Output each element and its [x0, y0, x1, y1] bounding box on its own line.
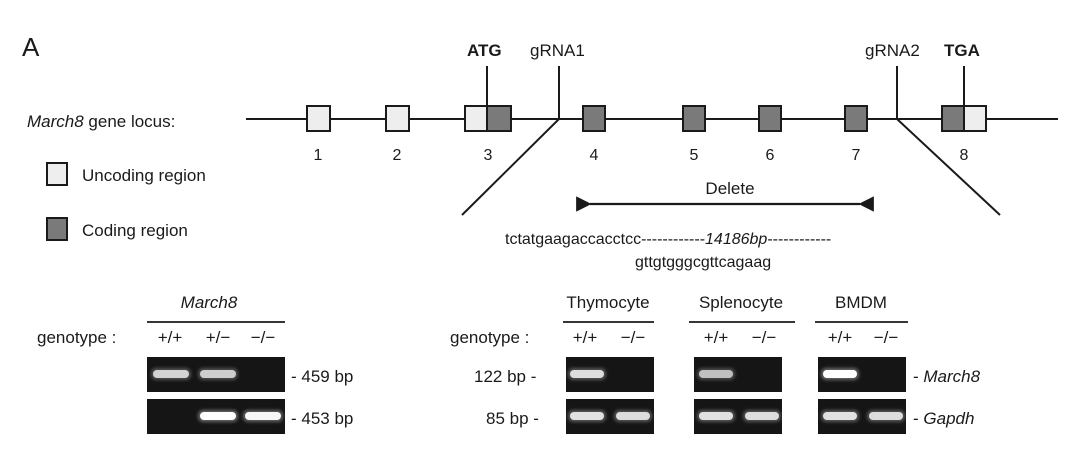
exon-number-4: 4 — [590, 147, 599, 164]
gel-right-band-g1-r2-l1 — [568, 410, 606, 422]
seq-dashes-left: ------------ — [641, 231, 705, 248]
exon-number-2: 2 — [393, 147, 402, 164]
legend-uncoding-swatch — [46, 162, 68, 186]
gel-left-genotype-2: +/− — [206, 328, 231, 347]
gel-left-band-r2-l3 — [243, 410, 283, 422]
legend: Uncoding region Coding region — [46, 162, 206, 241]
splenocyte-genotype-2: −/− — [752, 328, 777, 347]
group-bmdm: BMDM +/+ −/− — [815, 293, 908, 434]
gel-right-band-g2-r1-l1 — [697, 368, 735, 380]
thymocyte-genotype-1: +/+ — [573, 328, 598, 347]
exon-5: 5 — [682, 105, 706, 164]
group-splenocyte-label: Splenocyte — [699, 293, 783, 312]
delete-label: Delete — [705, 179, 754, 198]
gel-right-size-85: 85 bp - — [486, 409, 539, 428]
seq-start: tctatgaagaccacctcc — [505, 231, 641, 248]
exon-number-7: 7 — [852, 147, 861, 164]
legend-coding-swatch — [46, 217, 68, 241]
legend-coding-label: Coding region — [82, 221, 188, 240]
deletion-sequence-line-1: tctatgaagaccacctcc------------14186bp---… — [505, 231, 831, 248]
genotyping-gel-left: March8 genotype : +/+ +/− −/− - 459 bp -… — [37, 293, 353, 434]
exon-7: 7 — [844, 105, 868, 164]
gel-right-band-g3-r2-l1 — [821, 410, 859, 422]
exon-1: 1 — [306, 105, 331, 164]
exon-6: 6 — [758, 105, 782, 164]
gel-right-size-122: 122 bp - — [474, 367, 536, 386]
exon-8: 8 — [941, 105, 987, 164]
atg-label: ATG — [467, 41, 502, 60]
gel-right-band-g3-r1-l1 — [821, 368, 859, 380]
exon-2: 2 — [385, 105, 410, 164]
gel-right-genotype-label: genotype : — [450, 328, 529, 347]
gel-left-band-label-1: - 459 bp — [291, 367, 353, 386]
exon-number-1: 1 — [314, 147, 323, 164]
zoom-line-left — [461, 118, 560, 216]
locus-label-suffix: gene locus: — [84, 112, 176, 131]
tga-label: TGA — [944, 41, 980, 60]
legend-uncoding-label: Uncoding region — [82, 166, 206, 185]
locus-gene-name: March8 — [27, 112, 84, 131]
exon-4: 4 — [582, 105, 606, 164]
deletion-sequence-line-2: gttgtgggcgttcagaag — [635, 254, 771, 271]
seq-dashes-right: ------------ — [767, 231, 831, 248]
exon-number-6: 6 — [766, 147, 775, 164]
grna2-label: gRNA2 — [865, 41, 920, 60]
exon-number-3: 3 — [484, 147, 493, 164]
gel-left-genotype-1: +/+ — [158, 328, 183, 347]
panel-label: A — [22, 32, 40, 62]
expression-gel-right: genotype : 122 bp - 85 bp - Thymocyte +/… — [450, 293, 981, 434]
gel-right-band-g2-r2-l1 — [697, 410, 735, 422]
gel-right-gene-name-march8: March8 — [923, 367, 980, 386]
thymocyte-genotype-2: −/− — [621, 328, 646, 347]
gel-right-gene-label-gapdh: - Gapdh — [913, 409, 974, 428]
exon-3: 3 — [464, 105, 512, 164]
exon-number-8: 8 — [960, 147, 969, 164]
bmdm-genotype-1: +/+ — [828, 328, 853, 347]
seq-deletion-size: 14186bp — [705, 231, 767, 248]
group-bmdm-label: BMDM — [835, 293, 887, 312]
gel-left-band-r1-l2 — [198, 368, 238, 380]
group-thymocyte-label: Thymocyte — [566, 293, 649, 312]
gel-right-band-g1-r1-l1 — [568, 368, 606, 380]
gel-left-genotype-label: genotype : — [37, 328, 116, 347]
gel-left-genotype-3: −/− — [251, 328, 276, 347]
zoom-line-right — [896, 118, 1001, 216]
gel-right-band-g3-r2-l2 — [867, 410, 905, 422]
grna1-label: gRNA1 — [530, 41, 585, 60]
splenocyte-genotype-1: +/+ — [704, 328, 729, 347]
exon-number-5: 5 — [690, 147, 699, 164]
gel-left-band-r1-l1 — [151, 368, 191, 380]
gel-right-band-g1-r2-l2 — [614, 410, 652, 422]
gel-left-title: March8 — [181, 293, 238, 312]
gel-right-gene-label-march8: - March8 — [913, 367, 981, 386]
bmdm-genotype-2: −/− — [874, 328, 899, 347]
gel-left-band-label-2: - 453 bp — [291, 409, 353, 428]
gel-right-gene-name-gapdh: Gapdh — [923, 409, 974, 428]
gel-left-band-r2-l2 — [198, 410, 238, 422]
gel-right-band-g2-r2-l2 — [743, 410, 781, 422]
locus-label: March8 gene locus: — [27, 112, 175, 131]
